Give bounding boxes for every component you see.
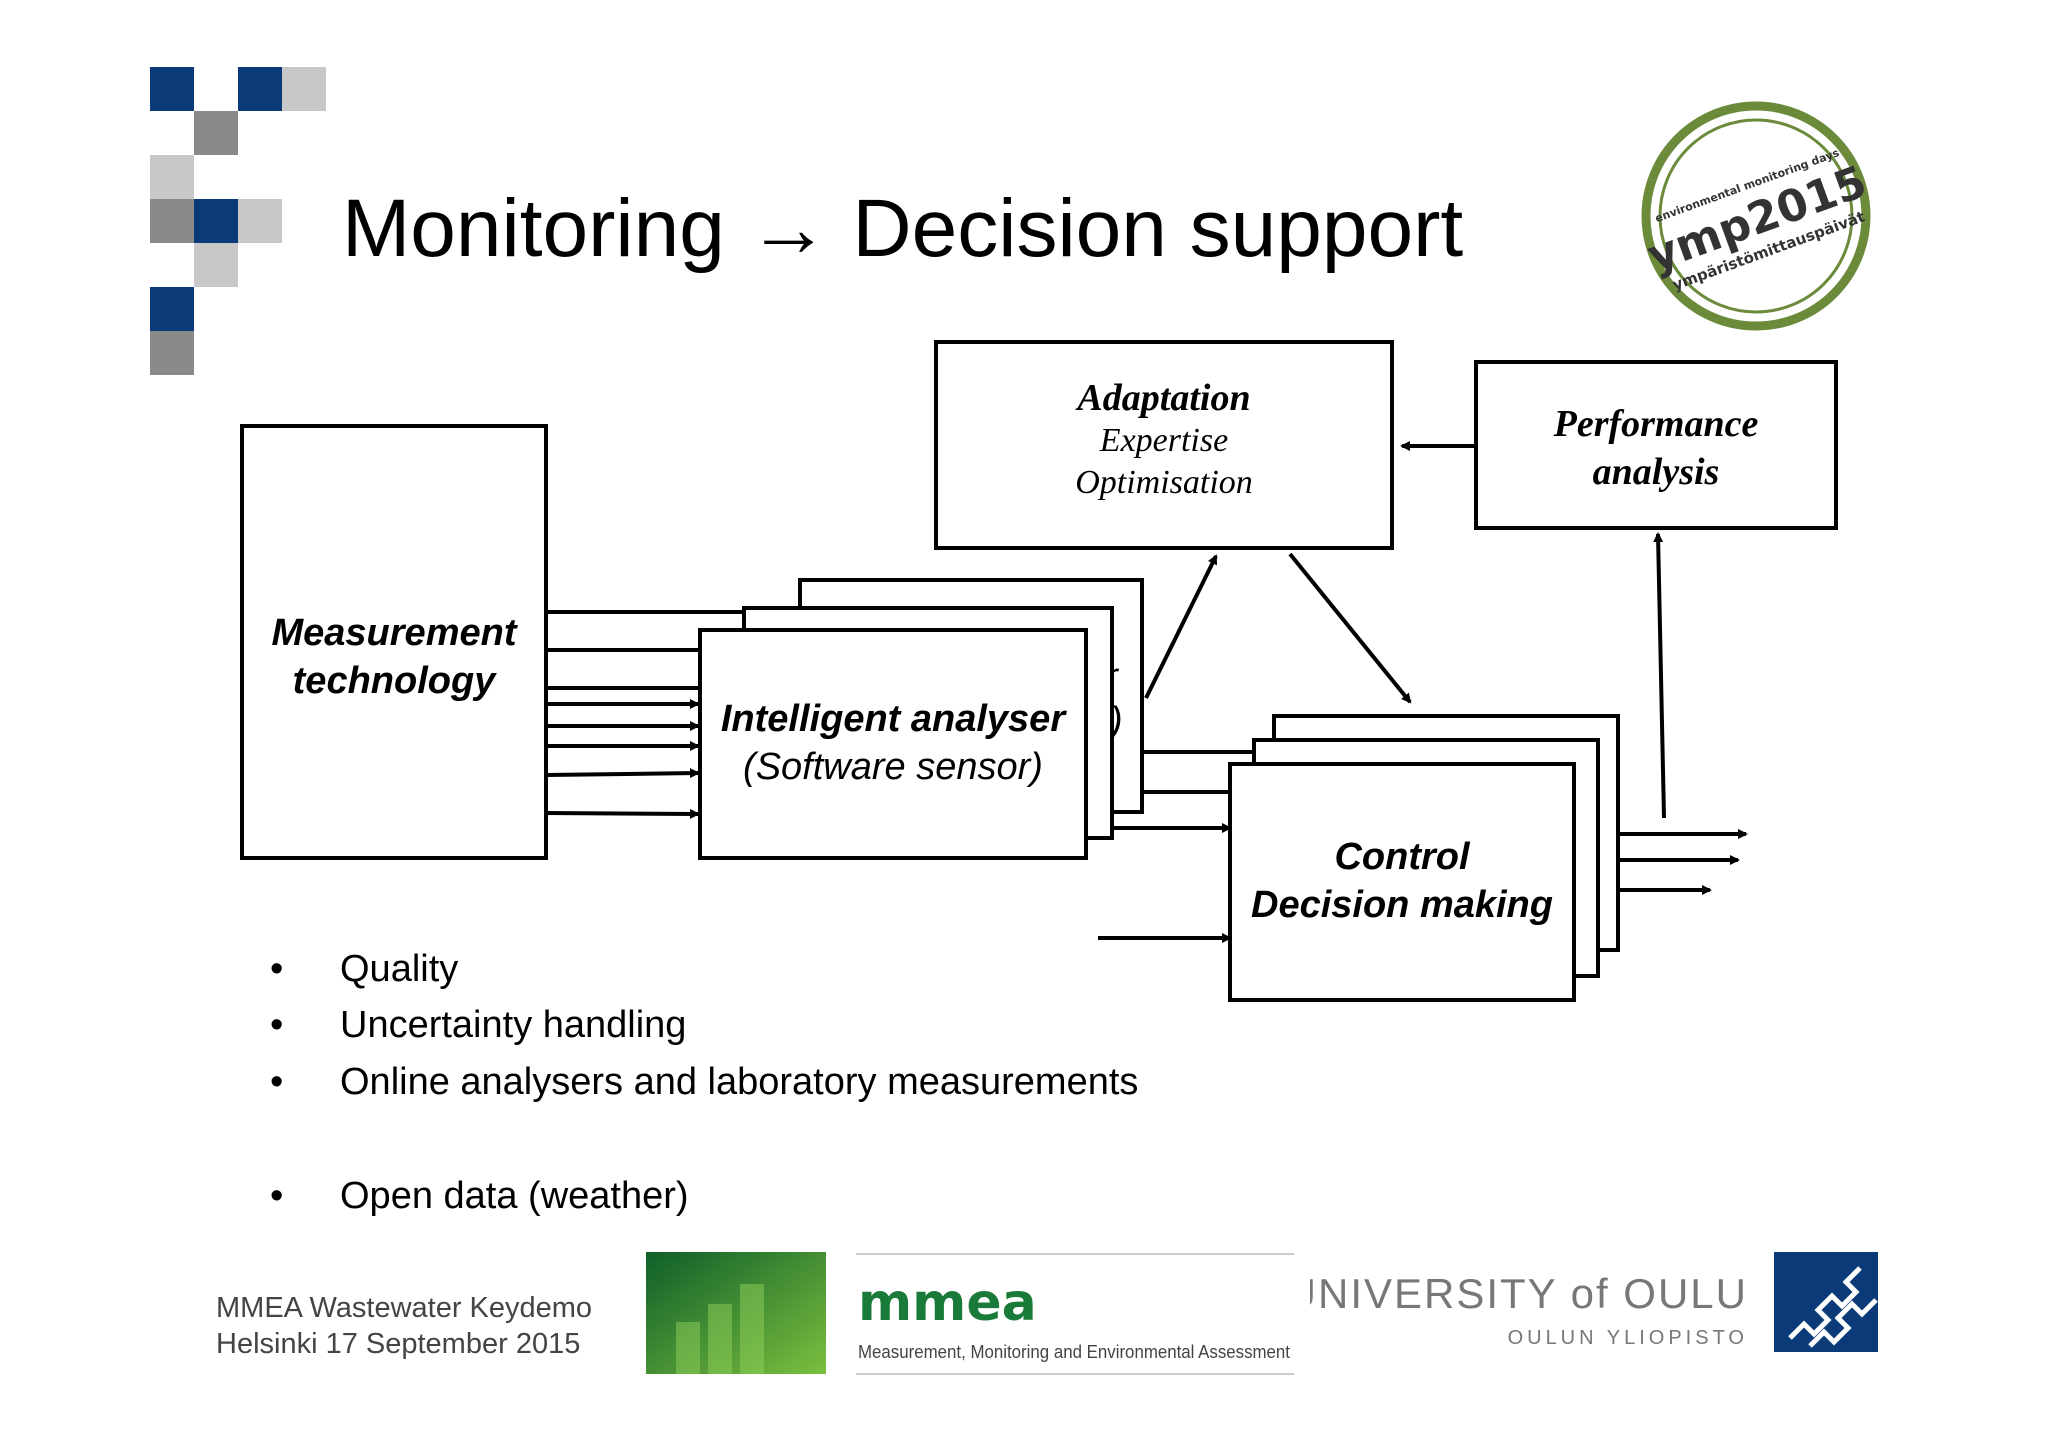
bullet-text: Quality: [340, 948, 459, 990]
pattern-square: [150, 67, 194, 111]
mmea-logo: mmea Measurement, Monitoring and Environ…: [646, 1252, 1294, 1375]
adaptation-line3: Optimisation: [1075, 464, 1253, 501]
oulu-name: UNIVERSITY of OULU: [1310, 1270, 1748, 1317]
measurement-line1: Measurement: [271, 612, 517, 654]
pattern-square: [150, 331, 194, 375]
performance-box: Performance analysis: [1474, 360, 1838, 530]
pattern-square: [282, 67, 326, 111]
footer-event-info: MMEA Wastewater Keydemo Helsinki 17 Sept…: [216, 1290, 592, 1362]
measurement-line2: technology: [292, 660, 496, 702]
pattern-square: [194, 243, 238, 287]
feedback-arrow: [1653, 532, 1666, 819]
slide-title: Monitoring → Decision support: [342, 183, 1464, 274]
pattern-square: [150, 287, 194, 331]
bullet-dot: •: [270, 1004, 284, 1046]
footer-line1: MMEA Wastewater Keydemo: [216, 1292, 593, 1324]
mmea-logo-tile: [646, 1252, 826, 1374]
adaptation-line2: Expertise: [1099, 422, 1229, 459]
pattern-square: [194, 199, 238, 243]
bullet-dot: •: [270, 1061, 284, 1103]
pattern-square: [194, 111, 238, 155]
analyser-subtitle: (Software sensor): [743, 746, 1043, 788]
adaptation-title: Adaptation: [1077, 377, 1251, 419]
measurement-box: Measurement technology: [240, 424, 548, 860]
pattern-square: [150, 155, 194, 199]
bullet-text: Online analysers and laboratory measurem…: [340, 1061, 1139, 1103]
adaptation-box: Adaptation Expertise Optimisation: [934, 340, 1394, 550]
bullet-text: Open data (weather): [340, 1175, 689, 1217]
connector-arrow: [545, 768, 700, 779]
bullet-dot: •: [270, 948, 284, 990]
oulu-subtitle: OULUN YLIOPISTO: [1508, 1327, 1748, 1349]
analyser-title: Intelligent analyser: [720, 698, 1066, 740]
bullet-text: Uncertainty handling: [340, 1004, 687, 1046]
control-line2: Decision making: [1251, 884, 1553, 926]
footer-line2: Helsinki 17 September 2015: [216, 1328, 581, 1360]
mmea-tagline: Measurement, Monitoring and Environmenta…: [858, 1342, 1290, 1362]
pattern-square: [238, 199, 282, 243]
control-line1: Control: [1334, 836, 1470, 878]
connector-arrow: [545, 808, 700, 819]
pattern-square: [150, 199, 194, 243]
university-of-oulu-logo: UNIVERSITY of OULU OULUN YLIOPISTO: [1310, 1252, 1878, 1352]
mmea-name: mmea: [858, 1273, 1037, 1333]
adaptation-to-control-arrow: [1288, 552, 1412, 704]
analyser-box-front: Intelligent analyser (Software sensor): [698, 628, 1088, 860]
control-box-front: Control Decision making: [1228, 762, 1576, 1002]
analyser-to-adaptation-arrow: [1144, 554, 1218, 699]
bullet-dot: •: [270, 1175, 284, 1217]
performance-line1: Performance: [1553, 403, 1759, 445]
ymp2015-stamp-logo: ymp2015 environmental monitoring days ym…: [1641, 101, 1873, 331]
performance-line2: analysis: [1592, 451, 1720, 493]
pattern-square: [238, 67, 282, 111]
